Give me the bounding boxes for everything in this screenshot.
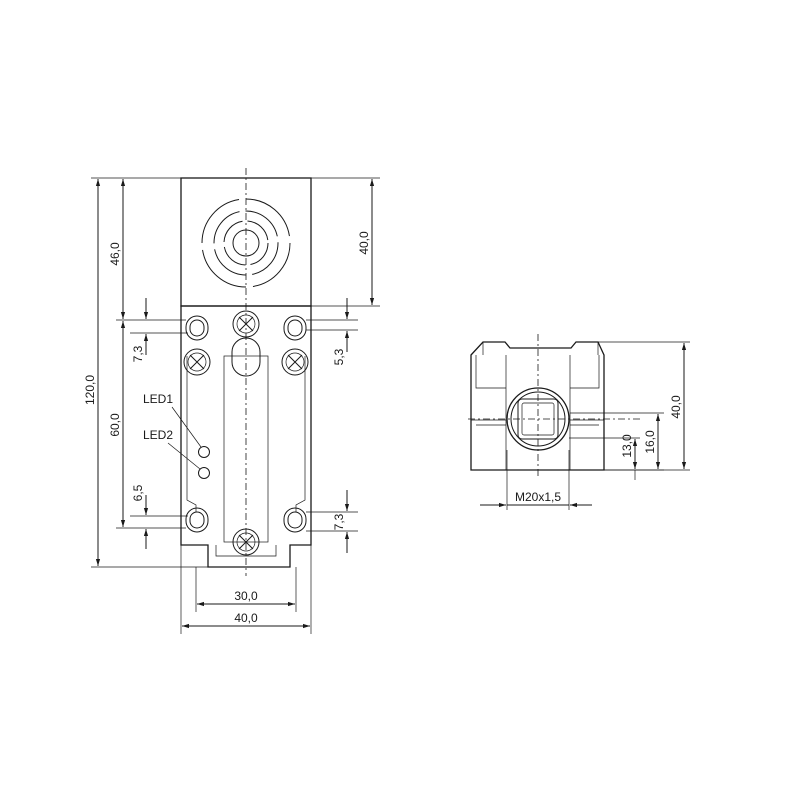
dim-hole-top: 7,3 xyxy=(131,345,145,362)
side-body xyxy=(470,341,605,471)
mounting-holes xyxy=(185,315,307,533)
dim-body-height: 60,0 xyxy=(108,413,122,437)
dim-hole-right: 5,3 xyxy=(332,348,346,365)
dim-inner-width: 30,0 xyxy=(234,589,258,603)
front-view: LED1 LED2 120,0 46,0 xyxy=(83,168,380,634)
front-extension-lines xyxy=(91,177,380,634)
dim-total-width: 40,0 xyxy=(234,611,258,625)
dim-sensing-face: 40,0 xyxy=(357,231,371,255)
led1-indicator xyxy=(198,446,210,458)
dim-side-height: 40,0 xyxy=(669,395,683,419)
led2-label: LED2 xyxy=(143,428,173,442)
side-view: 40,0 16,0 13,0 M20x1,5 xyxy=(468,334,690,510)
sensor-head xyxy=(180,177,312,307)
screw-icons xyxy=(183,310,309,556)
dim-thread-offset: 13,0 xyxy=(620,434,634,458)
dim-head-height: 46,0 xyxy=(108,242,122,266)
dim-total-height: 120,0 xyxy=(83,375,97,405)
dim-hole-bottom-right: 7,3 xyxy=(332,513,346,530)
led2-indicator xyxy=(198,467,210,479)
dim-hole-bottom-left: 6,5 xyxy=(131,484,145,501)
dim-thread-center: 16,0 xyxy=(643,430,657,454)
led1-label: LED1 xyxy=(143,392,173,406)
dim-thread-size: M20x1,5 xyxy=(515,490,561,504)
sensor-body xyxy=(180,305,312,568)
